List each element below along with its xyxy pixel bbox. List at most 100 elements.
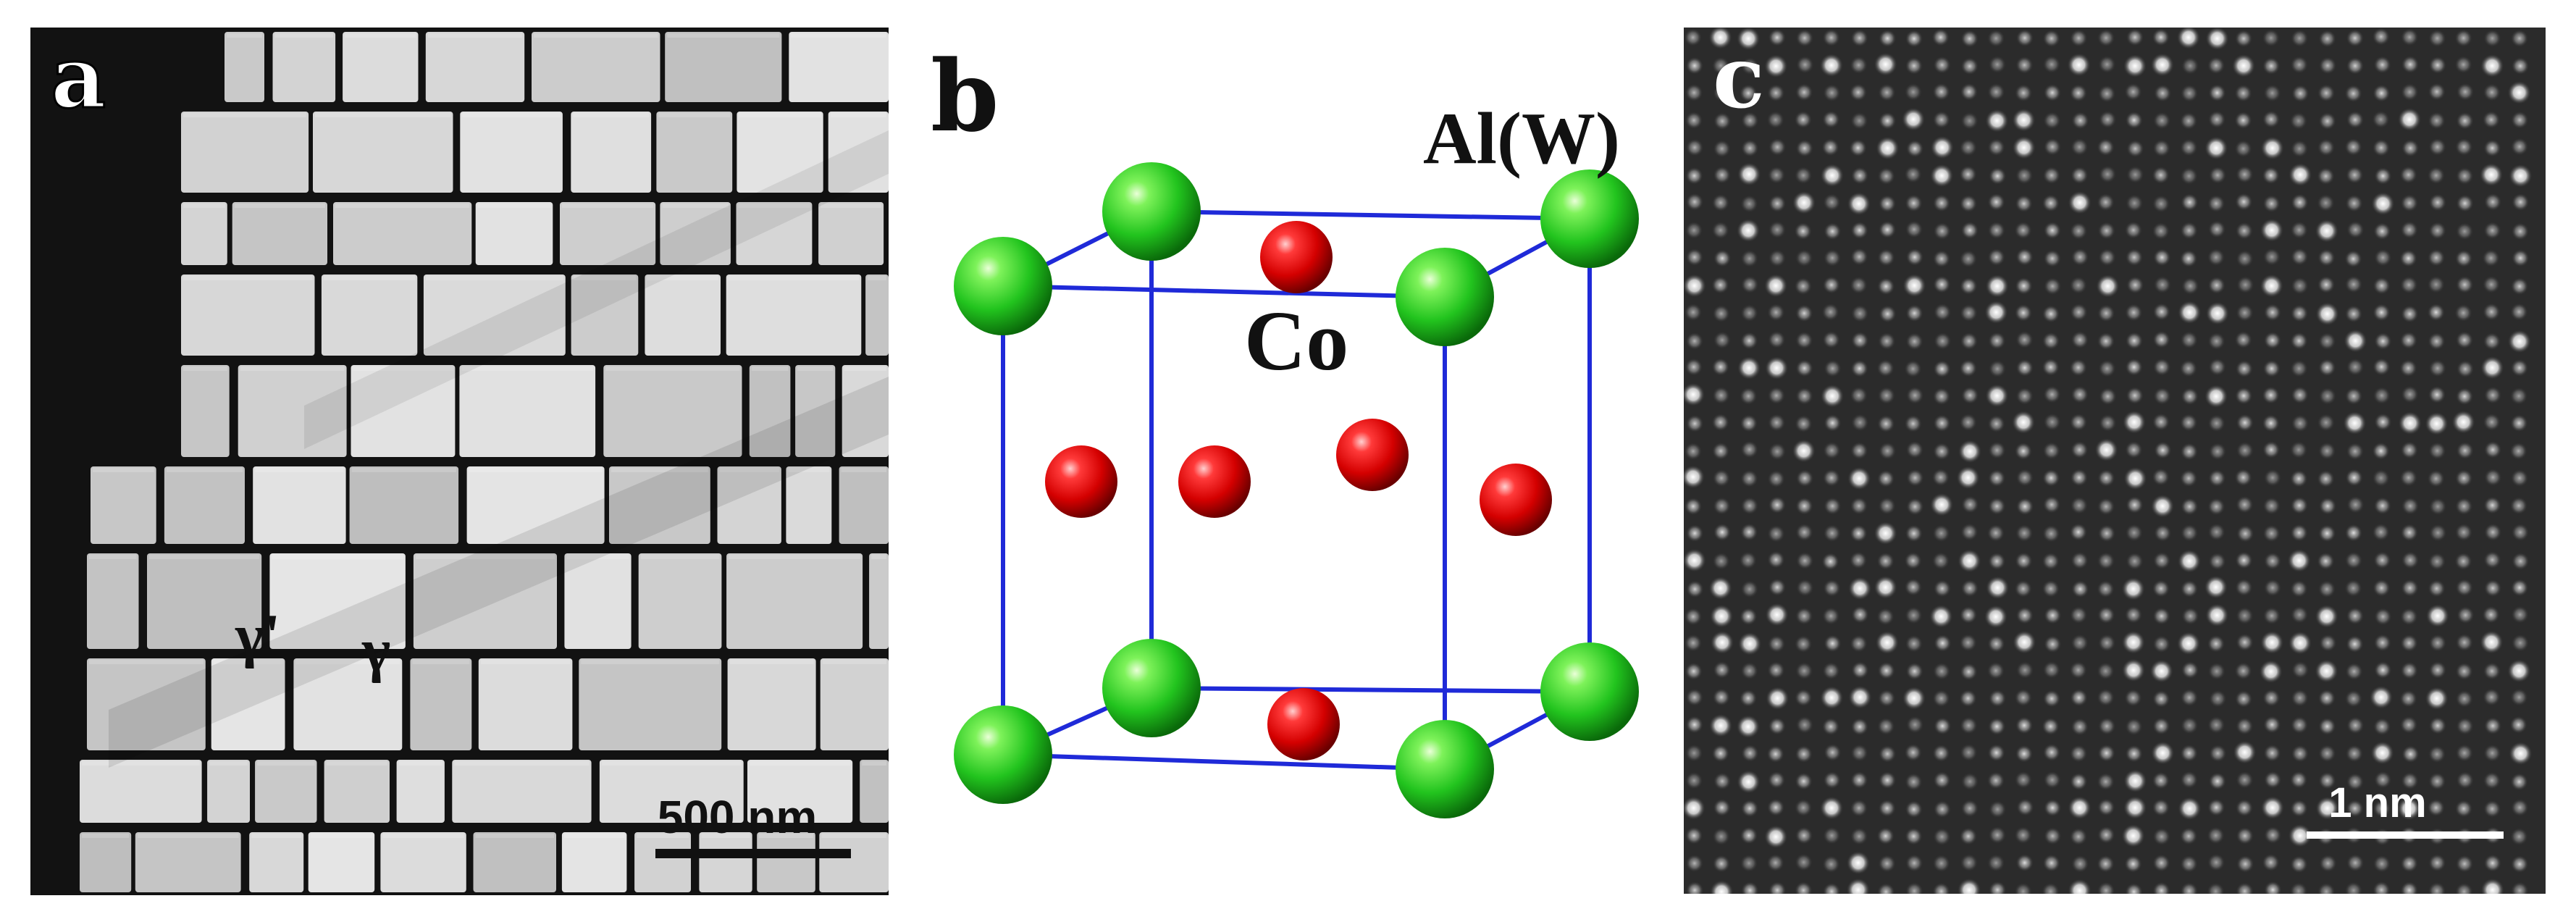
atom-column xyxy=(2234,112,2252,130)
atom-column xyxy=(2346,607,2364,625)
atom-column xyxy=(2181,56,2199,75)
atom-column xyxy=(2456,387,2474,406)
atom-column xyxy=(2099,387,2117,406)
precipitate-highlight xyxy=(658,113,731,117)
atom-column xyxy=(2152,166,2170,184)
atom-column xyxy=(2152,330,2170,348)
atom-column xyxy=(1988,552,2006,570)
atom-column xyxy=(1741,57,1759,75)
atom-column-bright xyxy=(2012,411,2035,434)
atom-column xyxy=(2262,524,2281,542)
atom-column xyxy=(2236,441,2254,459)
atom-column xyxy=(1877,469,1895,487)
atom-column xyxy=(1960,663,1978,681)
atom-column xyxy=(2510,497,2527,515)
atom-column xyxy=(2043,385,2061,403)
precipitate-block xyxy=(249,832,304,892)
precipitate-block xyxy=(343,32,419,102)
atom-column xyxy=(2511,855,2529,873)
atom-column xyxy=(2317,138,2335,156)
atom-column xyxy=(2456,276,2474,293)
atom-column-bright xyxy=(2397,797,2421,821)
atom-column xyxy=(2372,855,2391,873)
atom-column xyxy=(2264,771,2282,789)
atom-column xyxy=(2235,30,2253,48)
atom-column xyxy=(1712,442,1730,460)
atom-column-bright xyxy=(2177,632,2201,655)
precipitate-block xyxy=(460,112,563,193)
atom-column xyxy=(2207,662,2225,680)
precipitate-highlight xyxy=(871,555,886,559)
precipitate-block xyxy=(349,466,459,544)
atom-column xyxy=(2236,495,2254,514)
atom-column xyxy=(2399,469,2417,487)
atom-column xyxy=(2291,496,2308,514)
atom-column xyxy=(2071,248,2089,266)
precipitate-highlight xyxy=(821,204,882,208)
atom-column xyxy=(2399,359,2417,377)
atom-column xyxy=(2207,248,2225,267)
precipitate-block xyxy=(211,658,285,750)
atom-column-bright xyxy=(2204,575,2228,599)
precipitate-highlight xyxy=(822,660,886,664)
atom-column xyxy=(1986,662,2005,679)
atom-column xyxy=(2317,84,2336,102)
atom-column xyxy=(1850,497,1868,515)
precipitate-highlight xyxy=(398,761,442,766)
precipitate-block xyxy=(571,274,639,356)
atom-column xyxy=(1933,250,1950,268)
precipitate-highlight xyxy=(183,366,227,371)
atom-column xyxy=(1879,771,1897,789)
atom-column xyxy=(2126,387,2144,405)
precipitate-block xyxy=(475,202,553,265)
precipitate-highlight xyxy=(729,555,861,559)
atom-column xyxy=(1906,469,1924,487)
atom-column-bright xyxy=(1902,107,1925,131)
atom-column-bright xyxy=(2260,274,2283,298)
atom-column-bright xyxy=(1684,796,1706,820)
atom-column xyxy=(2483,854,2501,872)
atom-column xyxy=(2071,580,2089,598)
atom-column-bright xyxy=(1792,439,1816,463)
atom-column xyxy=(2069,276,2087,294)
atom-column xyxy=(1713,661,1731,679)
atom-column xyxy=(1821,553,1839,571)
atom-column xyxy=(2262,57,2281,75)
precipitate-highlight xyxy=(351,468,457,472)
precipitate-block xyxy=(819,832,889,892)
atom-column xyxy=(2099,111,2117,128)
atom-column xyxy=(1877,387,1895,405)
atom-column xyxy=(2346,111,2364,129)
atom-column xyxy=(2428,579,2446,598)
atom-column xyxy=(2043,55,2060,73)
atom-column xyxy=(1934,634,1952,652)
atom-column xyxy=(2126,552,2144,570)
atom-column xyxy=(2236,633,2254,651)
atom-column xyxy=(2456,194,2474,212)
atom-column xyxy=(1766,854,1784,872)
atom-column xyxy=(1821,138,1839,156)
atom-column xyxy=(1685,358,1703,376)
atom-column-bright xyxy=(2151,494,2174,518)
atom-column-bright xyxy=(1846,851,1870,875)
atom-column xyxy=(1740,497,1758,515)
precipitate-highlight xyxy=(719,468,779,472)
atom-column xyxy=(2071,331,2089,349)
atom-column xyxy=(2098,717,2116,735)
precipitate-block xyxy=(717,466,781,544)
atom-column xyxy=(1795,83,1813,101)
atom-column xyxy=(1711,221,1729,239)
precipitate-highlight xyxy=(662,204,729,208)
atom-column xyxy=(2455,469,2473,487)
atom-column xyxy=(1795,635,1813,653)
precipitate-block xyxy=(232,202,327,265)
atom-column xyxy=(2181,524,2199,542)
atom-column xyxy=(1849,83,1867,101)
atom-column xyxy=(2429,498,2447,516)
atom-column xyxy=(2401,745,2420,763)
atom-column xyxy=(1878,332,1896,350)
atom-column xyxy=(2345,469,2363,487)
atom-column xyxy=(2372,442,2390,460)
atom-column xyxy=(2181,387,2199,406)
al-w-atom-label: Al(W) xyxy=(1423,98,1620,180)
